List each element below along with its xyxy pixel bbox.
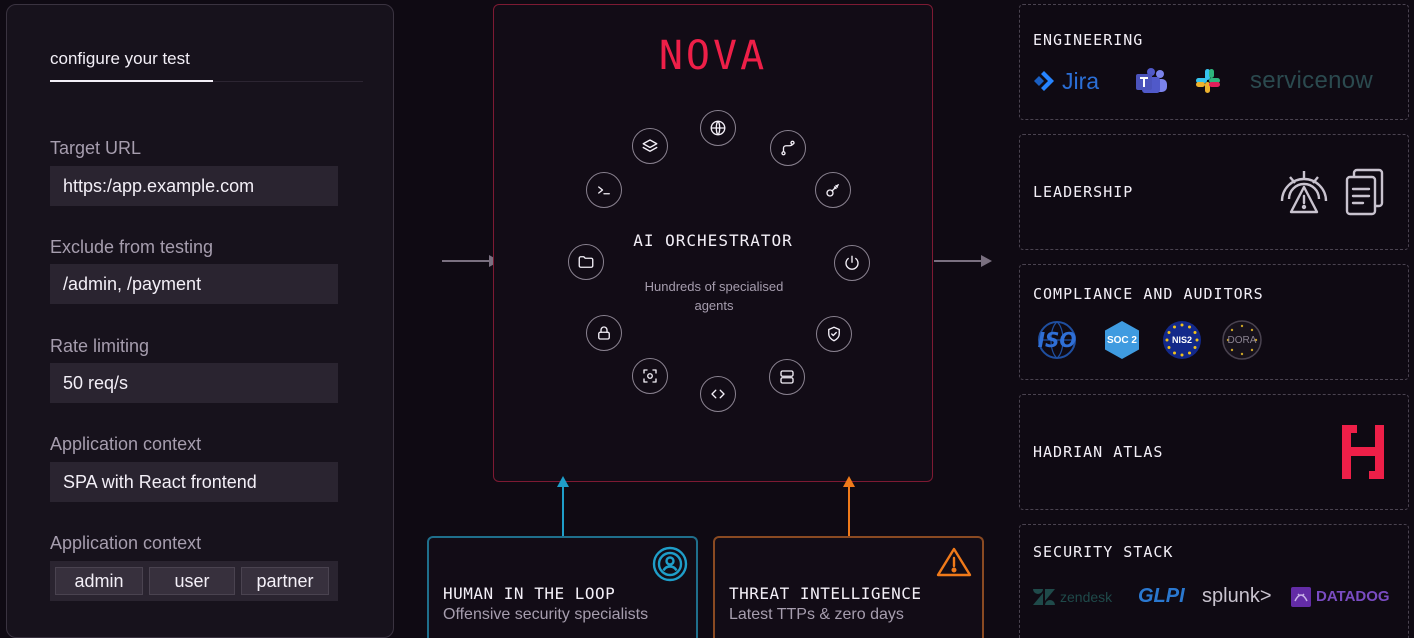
app-context-field[interactable]: SPA with React frontend xyxy=(50,462,338,502)
soc2-label: SOC 2 xyxy=(1106,334,1137,346)
input-arrow-line xyxy=(442,260,490,262)
gauge-warning-icon xyxy=(1278,167,1330,222)
output-arrow-head xyxy=(981,255,992,267)
divider xyxy=(213,81,363,82)
globe-icon xyxy=(700,110,736,146)
folder-icon xyxy=(568,244,604,280)
role-chip-admin[interactable]: admin xyxy=(55,567,143,595)
atlas-box: HADRIAN ATLAS xyxy=(1019,394,1409,510)
threat-intel-box: THREAT INTELLIGENCE Latest TTPs & zero d… xyxy=(713,536,984,638)
compliance-box: COMPLIANCE AND AUDITORS ISO SOC 2 NIS2 D… xyxy=(1019,264,1409,380)
git-branch-icon xyxy=(770,130,806,166)
target-url-field[interactable]: https:/app.example.com xyxy=(50,166,338,206)
engineering-title: ENGINEERING xyxy=(1033,31,1144,49)
leadership-title: LEADERSHIP xyxy=(1033,183,1134,201)
security-title: SECURITY STACK xyxy=(1033,543,1174,561)
nova-box: NOVA AI ORCHESTRATOR Hundreds of special… xyxy=(493,4,933,482)
exclude-label: Exclude from testing xyxy=(50,237,214,257)
warning-icon xyxy=(936,546,972,583)
threat-title: THREAT INTELLIGENCE xyxy=(729,584,922,603)
zendesk-label: zendesk xyxy=(1060,588,1113,605)
tab-configure[interactable]: configure your test xyxy=(50,49,190,68)
iso-label: ISO xyxy=(1037,328,1077,352)
dora-badge: DORA xyxy=(1222,320,1262,360)
layers-icon xyxy=(632,128,668,164)
roles-field[interactable]: admin user partner xyxy=(50,561,338,601)
shield-check-icon xyxy=(816,316,852,352)
threat-subtitle: Latest TTPs & zero days xyxy=(729,606,904,623)
hadrian-logo xyxy=(1340,423,1386,486)
rate-limit-label: Rate limiting xyxy=(50,336,150,356)
security-stack-box: SECURITY STACK zendesk GLPI splunk> DATA… xyxy=(1019,524,1409,638)
compliance-badges: ISO SOC 2 NIS2 DORA xyxy=(1032,320,1262,360)
jira-label: Jira xyxy=(1062,67,1100,94)
rate-limit-field[interactable]: 50 req/s xyxy=(50,363,338,403)
tab-underline xyxy=(50,80,213,82)
threat-connector xyxy=(848,486,850,536)
nova-title: NOVA xyxy=(658,33,768,79)
nis2-badge: NIS2 xyxy=(1162,320,1202,360)
orchestrator-title: AI ORCHESTRATOR xyxy=(633,231,793,250)
key-icon xyxy=(815,172,851,208)
terminal-icon xyxy=(586,172,622,208)
leadership-box: LEADERSHIP xyxy=(1019,134,1409,250)
engineering-logos: Jira servicenow xyxy=(1032,67,1373,95)
atlas-title: HADRIAN ATLAS xyxy=(1033,443,1164,461)
zendesk-logo: zendesk xyxy=(1032,588,1138,606)
splunk-logo: splunk> xyxy=(1202,585,1272,607)
engineering-box: ENGINEERING Jira servicenow xyxy=(1019,4,1409,120)
servicenow-logo: servicenow xyxy=(1250,67,1374,94)
human-in-loop-box: HUMAN IN THE LOOP Offensive security spe… xyxy=(427,536,698,638)
target-url-label: Target URL xyxy=(50,138,142,158)
iso-badge: ISO xyxy=(1032,320,1082,360)
config-panel: configure your test Target URL https:/ap… xyxy=(6,4,394,638)
role-chip-partner[interactable]: partner xyxy=(241,567,329,595)
nis2-label: NIS2 xyxy=(1171,335,1192,345)
exclude-field[interactable]: /admin, /payment xyxy=(50,264,338,304)
threat-arrow-head xyxy=(843,476,855,487)
code-icon xyxy=(700,376,736,412)
human-connector xyxy=(562,486,564,536)
security-logos: zendesk GLPI splunk> DATADOG xyxy=(1032,585,1390,608)
datadog-logo: DATADOG xyxy=(1290,586,1390,608)
output-arrow-line xyxy=(934,260,982,262)
human-subtitle: Offensive security specialists xyxy=(443,606,649,623)
compliance-title: COMPLIANCE AND AUDITORS xyxy=(1033,285,1264,303)
orchestrator-subtitle: Hundreds of specialised agents xyxy=(644,279,784,313)
power-icon xyxy=(834,245,870,281)
datadog-label: DATADOG xyxy=(1316,588,1390,605)
dora-label: DORA xyxy=(1227,334,1257,346)
app-context-label: Application context xyxy=(50,434,202,454)
human-arrow-head xyxy=(557,476,569,487)
soc2-badge: SOC 2 xyxy=(1102,320,1142,360)
slack-logo xyxy=(1194,67,1250,95)
teams-logo xyxy=(1134,67,1194,95)
glpi-logo: GLPI xyxy=(1138,585,1185,607)
user-circle-icon xyxy=(652,546,688,587)
role-chip-user[interactable]: user xyxy=(149,567,235,595)
report-icon xyxy=(1344,167,1386,222)
jira-logo: Jira xyxy=(1032,68,1132,95)
lock-icon xyxy=(586,315,622,351)
human-title: HUMAN IN THE LOOP xyxy=(443,584,616,603)
server-icon xyxy=(769,359,805,395)
roles-label: Application context xyxy=(50,533,202,553)
scan-icon xyxy=(632,358,668,394)
